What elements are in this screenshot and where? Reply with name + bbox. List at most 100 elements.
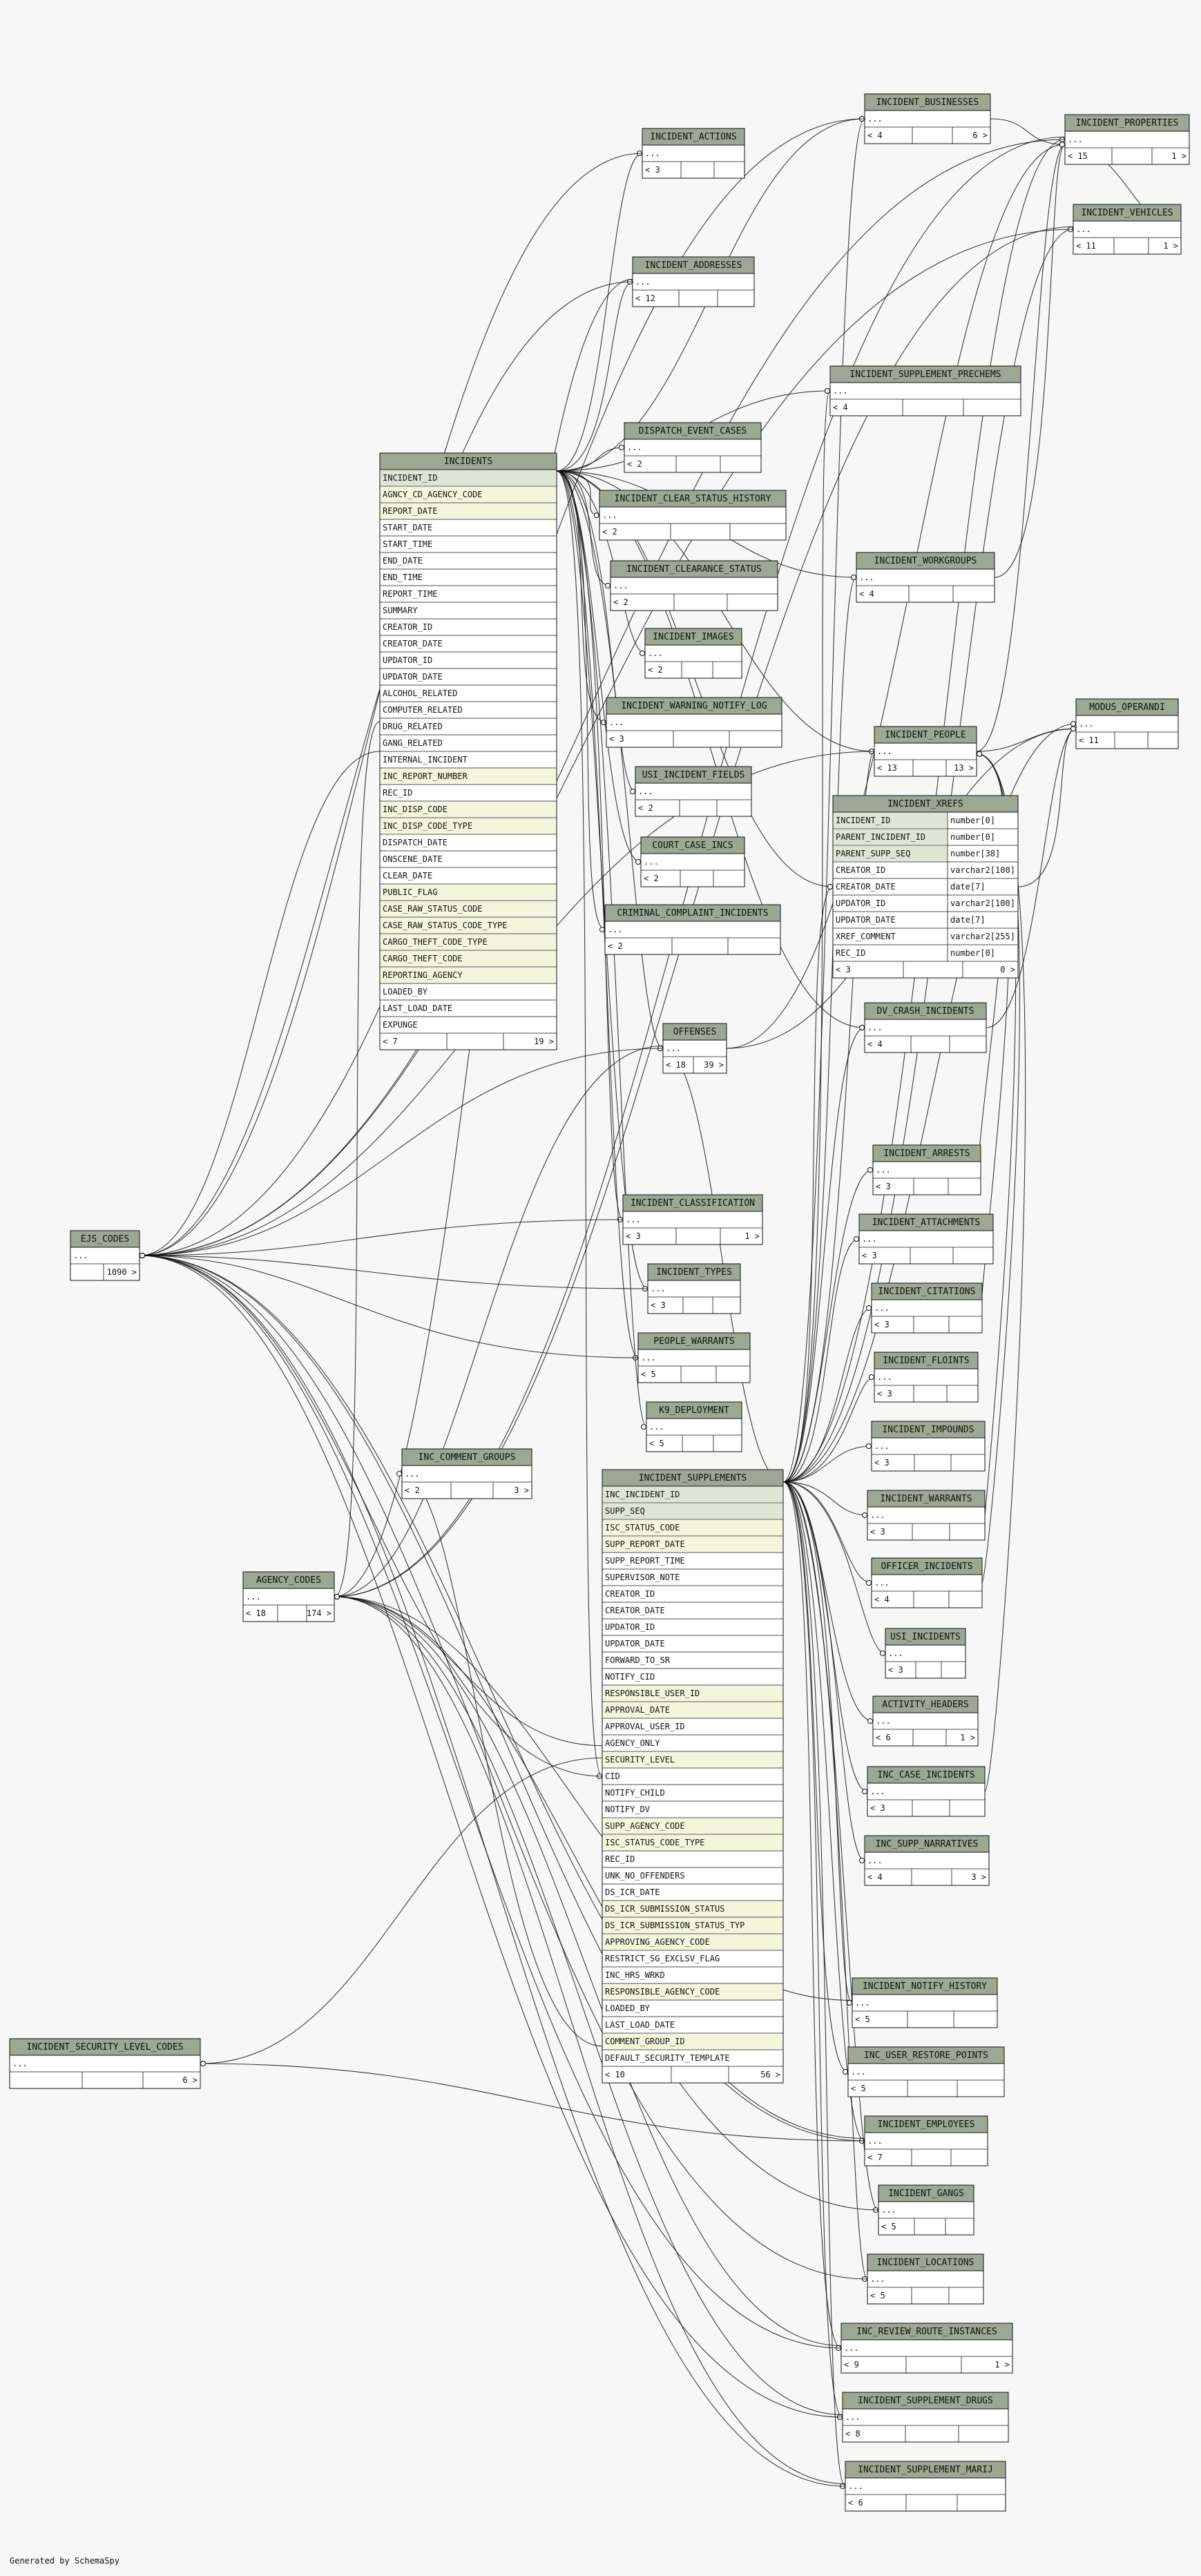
column-name: LOADED_BY bbox=[383, 987, 428, 997]
relationship-line bbox=[556, 470, 611, 586]
table-incidents[interactable]: INCIDENTSINCIDENT_IDAGNCY_CD_AGENCY_CODE… bbox=[379, 452, 557, 1050]
table-name: INCIDENT_CLASSIFICATION bbox=[631, 1198, 755, 1209]
column-name: ... bbox=[1079, 719, 1094, 729]
table-incident-floints[interactable]: INCIDENT_FLOINTS...< 3 bbox=[874, 1352, 979, 1403]
table-name: INCIDENT_PEOPLE bbox=[885, 730, 965, 740]
relationship-line bbox=[139, 751, 381, 1256]
table-incident-clearance-status[interactable]: INCIDENT_CLEARANCE_STATUS...< 2 bbox=[610, 560, 778, 611]
column-name: SECURITY_LEVEL bbox=[605, 1755, 675, 1765]
relationship-line bbox=[139, 153, 643, 1256]
relationship-line bbox=[334, 1596, 842, 2346]
column-name: ... bbox=[870, 1787, 885, 1796]
relationship-line bbox=[782, 1481, 868, 2280]
column-name: ... bbox=[877, 747, 892, 756]
table-dispatch-event-cases[interactable]: DISPATCH_EVENT_CASES...< 2 bbox=[624, 422, 762, 473]
column-name: SUPP_REPORT_TIME bbox=[605, 1556, 685, 1566]
column-name: CARGO_THEFT_CODE_TYPE bbox=[383, 937, 488, 947]
column-name: INC_DISP_CODE_TYPE bbox=[383, 821, 472, 831]
column-type: varchar2[100] bbox=[950, 865, 1015, 875]
relationship-line bbox=[139, 1255, 639, 1358]
row-count: < 15 bbox=[1068, 151, 1088, 161]
table-header bbox=[624, 422, 762, 440]
relationship-line bbox=[990, 118, 1066, 145]
table-inc-case-incidents[interactable]: INC_CASE_INCIDENTS...< 3 bbox=[867, 1766, 986, 1817]
relationship-line bbox=[782, 1027, 865, 1483]
table-k9-deployment[interactable]: K9_DEPLOYMENT...< 5 bbox=[646, 1401, 742, 1452]
column-name: END_DATE bbox=[383, 556, 423, 566]
key-highlight bbox=[381, 918, 556, 933]
table-name: INC_COMMENT_GROUPS bbox=[419, 1452, 516, 1463]
relationship-line bbox=[782, 1376, 875, 1483]
table-name: ACTIVITY_HEADERS bbox=[882, 1700, 968, 1710]
table-incident-security-level-codes[interactable]: INCIDENT_SECURITY_LEVEL_CODES...6 > bbox=[9, 2038, 201, 2089]
table-court-case-incs[interactable]: COURT_CASE_INCS...< 2 bbox=[640, 836, 745, 887]
table-incident-impounds[interactable]: INCIDENT_IMPOUNDS...< 3 bbox=[871, 1421, 986, 1472]
table-incident-gangs[interactable]: INCIDENT_GANGS...< 5 bbox=[878, 2184, 974, 2236]
relationship-line bbox=[782, 1238, 860, 1483]
table-modus-operandi[interactable]: MODUS_OPERANDI...< 11 bbox=[1075, 698, 1179, 749]
table-header bbox=[852, 1977, 998, 1995]
table-incident-citations[interactable]: INCIDENT_CITATIONS...< 3 bbox=[871, 1282, 983, 1334]
table-officer-incidents[interactable]: OFFICER_INCIDENTS...< 4 bbox=[871, 1557, 983, 1608]
table-incident-supplement-marij[interactable]: INCIDENT_SUPPLEMENT_MARIJ...< 6 bbox=[845, 2461, 1006, 2512]
relationship-end-marker bbox=[866, 1580, 872, 1586]
table-dv-crash-incidents[interactable]: DV_CRASH_INCIDENTS...< 4 bbox=[864, 1002, 987, 1053]
column-type: varchar2[100] bbox=[950, 898, 1015, 908]
column-name: INC_REPORT_NUMBER bbox=[383, 771, 468, 781]
table-incident-workgroups[interactable]: INCIDENT_WORKGROUPS...< 4 bbox=[856, 552, 995, 603]
table-criminal-complaint-incidents[interactable]: CRIMINAL_COMPLAINT_INCIDENTS...< 2 bbox=[604, 904, 781, 955]
table-incident-images[interactable]: INCIDENT_IMAGES...< 2 bbox=[644, 628, 742, 679]
table-incident-attachments[interactable]: INCIDENT_ATTACHMENTS...< 3 bbox=[858, 1213, 994, 1265]
key-highlight bbox=[381, 503, 556, 519]
key-highlight bbox=[381, 901, 556, 916]
table-incident-locations[interactable]: INCIDENT_LOCATIONS...< 5 bbox=[867, 2253, 984, 2305]
table-name: INCIDENT_ADDRESSES bbox=[645, 260, 742, 271]
key-highlight bbox=[603, 1818, 782, 1834]
relationship-end-marker bbox=[977, 751, 982, 757]
table-incident-supplement-prechems[interactable]: INCIDENT_SUPPLEMENT_PRECHEMS...< 4 bbox=[829, 365, 1021, 416]
table-inc-user-restore-points[interactable]: INC_USER_RESTORE_POINTS...< 5 bbox=[847, 2046, 1005, 2097]
table-incident-addresses[interactable]: INCIDENT_ADDRESSES...< 12 bbox=[632, 256, 755, 307]
table-incident-arrests[interactable]: INCIDENT_ARRESTS...< 3 bbox=[872, 1144, 981, 1195]
table-people-warrants[interactable]: PEOPLE_WARRANTS...< 5 bbox=[637, 1332, 751, 1383]
column-name: LAST_LOAD_DATE bbox=[605, 2020, 675, 2030]
column-name: ONSCENE_DATE bbox=[383, 854, 443, 864]
relationship-end-marker bbox=[851, 575, 856, 580]
row-count: < 4 bbox=[874, 1595, 890, 1604]
table-incident-types[interactable]: INCIDENT_TYPES...< 3 bbox=[647, 1263, 741, 1314]
column-name: PARENT_SUPP_SEQ bbox=[836, 849, 910, 858]
row-count: < 4 bbox=[833, 403, 848, 412]
table-incident-warning-notify-log[interactable]: INCIDENT_WARNING_NOTIFY_LOG...< 3 bbox=[606, 697, 782, 748]
table-incident-notify-history[interactable]: INCIDENT_NOTIFY_HISTORY...< 5 bbox=[852, 1977, 998, 2028]
row-count: < 4 bbox=[867, 1039, 883, 1049]
relationship-end-marker bbox=[866, 1305, 872, 1311]
table-incident-clear-status-history[interactable]: INCIDENT_CLEAR_STATUS_HISTORY...< 2 bbox=[599, 490, 787, 541]
relationship-line bbox=[556, 153, 643, 472]
column-name: NOTIFY_DV bbox=[605, 1805, 650, 1814]
relationship-end-marker bbox=[866, 1443, 872, 1449]
table-usi-incident-fields[interactable]: USI_INCIDENT_FIELDS...< 2 bbox=[635, 766, 752, 817]
table-usi-incidents[interactable]: USI_INCIDENTS...< 3 bbox=[885, 1628, 966, 1679]
table-ejs-codes[interactable]: EJS_CODES...1090 > bbox=[70, 1230, 140, 1281]
table-name: INCIDENT_IMPOUNDS bbox=[882, 1425, 974, 1435]
relationship-line bbox=[986, 728, 1077, 1028]
table-incident-warrants[interactable]: INCIDENT_WARRANTS...< 3 bbox=[867, 1490, 986, 1541]
relationship-line bbox=[334, 1045, 664, 1597]
table-incident-supplements[interactable]: INCIDENT_SUPPLEMENTSINC_INCIDENT_IDSUPP_… bbox=[602, 1469, 784, 2084]
table-incident-supplement-drugs[interactable]: INCIDENT_SUPPLEMENT_DRUGS...< 8 bbox=[842, 2392, 1009, 2443]
table-incident-employees[interactable]: INCIDENT_EMPLOYEES...< 7 bbox=[864, 2115, 988, 2166]
table-incident-actions[interactable]: INCIDENT_ACTIONS...< 3 bbox=[642, 128, 745, 179]
row-count: < 12 bbox=[635, 294, 655, 303]
